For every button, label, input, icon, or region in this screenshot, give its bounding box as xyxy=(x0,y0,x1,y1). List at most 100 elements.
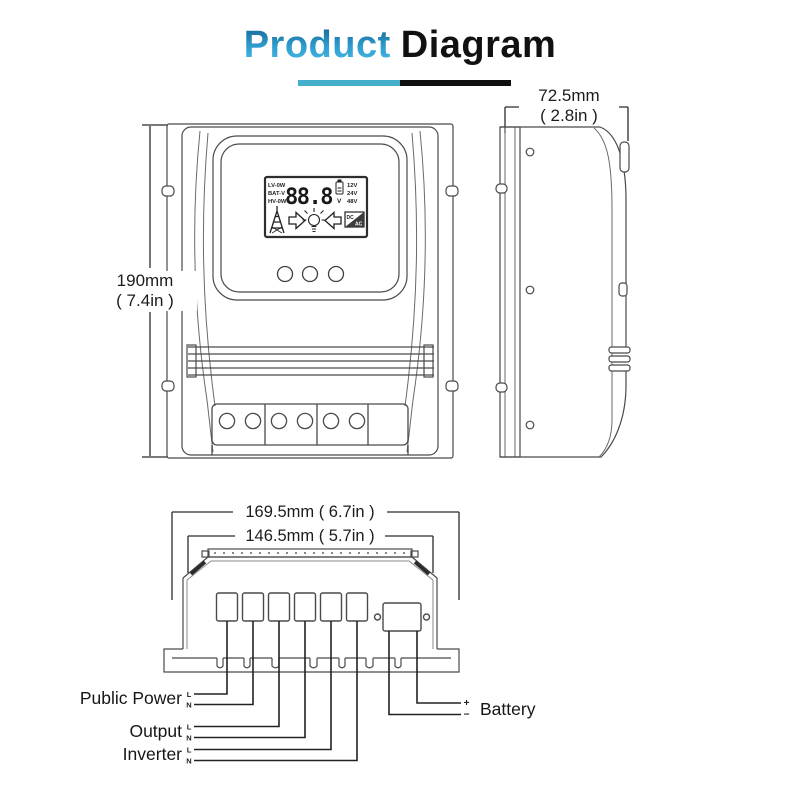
label-output: Output xyxy=(129,721,182,741)
side-body-outline xyxy=(500,126,627,458)
front-height-dimension: 190mm ( 7.4in ) xyxy=(93,271,197,311)
terminal-polarity-marks: L N L N L N + − xyxy=(186,690,469,766)
lcd-battery-icon xyxy=(335,179,344,195)
grid-tower-icon xyxy=(269,206,285,234)
front-height-in: ( 7.4in ) xyxy=(116,291,174,310)
pp-l-mark: L xyxy=(187,690,192,699)
lcd-voltage-scale: 12V 24V 48V xyxy=(347,183,357,205)
battery-screw-left xyxy=(373,613,382,621)
terminal-screw xyxy=(270,412,288,430)
lcd-12v: 12V xyxy=(347,183,357,189)
lcd-48v: 48V xyxy=(347,199,357,205)
label-inverter: Inverter xyxy=(122,744,182,764)
front-view: LV-0W BAT-V HV-0W 88.8 V 12V 24V 48V xyxy=(142,123,459,459)
control-buttons[interactable] xyxy=(276,265,345,283)
leader-inverter-l xyxy=(194,621,332,751)
terminal-public-power-n xyxy=(241,592,265,622)
side-plate-notches xyxy=(495,183,508,393)
leader-output-n xyxy=(194,621,306,739)
lcd-v-label: V xyxy=(337,198,342,205)
button-3[interactable] xyxy=(327,265,345,283)
bottom-view: L N L N L N + − xyxy=(163,511,470,766)
out-l-mark: L xyxy=(187,723,192,732)
lcd-24v: 24V xyxy=(347,191,357,197)
bottom-housing-outline xyxy=(163,556,460,673)
button-2[interactable] xyxy=(301,265,319,283)
pp-n-mark: N xyxy=(186,701,191,710)
mounting-plate-notches xyxy=(161,185,459,392)
terminal-strip-frame xyxy=(211,403,409,446)
lcd-display: LV-0W BAT-V HV-0W 88.8 V 12V 24V 48V xyxy=(263,175,369,239)
side-view xyxy=(495,106,631,458)
bottom-inner-dimension: 146.5mm ( 5.7in ) xyxy=(235,526,385,546)
side-width-in: ( 2.8in ) xyxy=(540,106,598,125)
battery-screw-right xyxy=(422,613,431,621)
display-panel-bezel-inner xyxy=(220,143,400,293)
dc-ac-icon: DC AC xyxy=(344,211,365,228)
label-public-power: Public Power xyxy=(79,688,182,708)
bottom-inner-dimension-line xyxy=(187,535,434,573)
terminal-screw xyxy=(348,412,366,430)
bottom-terminals xyxy=(215,592,431,632)
terminal-inverter-n xyxy=(345,592,369,622)
title-product: Product xyxy=(243,24,391,66)
side-width-mm: 72.5mm xyxy=(538,86,600,105)
side-plate-lines xyxy=(504,127,516,457)
terminal-output-n xyxy=(293,592,317,622)
side-mounting-plate xyxy=(499,126,521,458)
leader-output-l xyxy=(194,621,280,728)
display-panel-bezel-outer xyxy=(212,135,408,301)
underline-accent-segment xyxy=(298,80,400,86)
terminal-leader-lines xyxy=(194,621,461,762)
side-mid-tab xyxy=(618,282,628,297)
front-terminal-strip xyxy=(211,403,409,455)
lcd-row2: BAT-V xyxy=(268,191,285,197)
terminal-public-power-l xyxy=(215,592,239,622)
leader-battery-plus xyxy=(416,631,461,704)
arrow-left-icon xyxy=(324,211,342,230)
side-front-face-seam xyxy=(593,127,613,458)
dc-label: DC xyxy=(347,215,355,221)
inv-n-mark: N xyxy=(186,757,191,766)
title-diagram: Diagram xyxy=(400,24,557,66)
out-n-mark: N xyxy=(186,734,191,743)
battery-minus-mark: − xyxy=(464,710,470,721)
inv-l-mark: L xyxy=(187,746,192,755)
arrow-right-icon xyxy=(288,211,306,230)
terminal-screw xyxy=(322,412,340,430)
front-mounting-plate xyxy=(166,123,454,459)
button-1[interactable] xyxy=(276,265,294,283)
front-height-mm: 190mm xyxy=(116,271,174,290)
leader-battery-minus xyxy=(388,631,461,716)
lcd-row1: LV-0W xyxy=(268,183,286,189)
title-underline xyxy=(298,80,511,86)
side-width-dimension: 72.5mm ( 2.8in ) xyxy=(519,86,619,126)
bottom-top-bar xyxy=(201,548,419,558)
leader-inverter-n xyxy=(194,621,358,762)
lcd-mode-text: LV-0W BAT-V HV-0W xyxy=(268,183,287,205)
bottom-outer-dimension: 169.5mm ( 6.7in ) xyxy=(233,502,387,522)
front-height-dimension-line xyxy=(142,124,168,458)
terminal-screw xyxy=(296,412,314,430)
terminal-screw xyxy=(218,412,236,430)
vent-notches xyxy=(216,658,402,669)
terminal-battery xyxy=(382,602,422,632)
battery-plus-mark: + xyxy=(464,698,470,709)
bottom-flange xyxy=(163,648,460,673)
bottom-outer-dimension-line xyxy=(171,511,460,600)
label-battery: Battery xyxy=(480,699,536,719)
ac-label: AC xyxy=(355,222,363,228)
lcd-row3: HV-0W xyxy=(268,199,287,205)
terminal-output-l xyxy=(267,592,291,622)
underline-dark-segment xyxy=(400,80,511,86)
terminal-screw xyxy=(244,412,262,430)
bulb-icon xyxy=(302,208,326,233)
heat-sink-ribs xyxy=(186,344,434,378)
lcd-digits: 88.8 xyxy=(285,185,332,210)
side-screw-holes xyxy=(525,147,535,430)
leader-public-power-l xyxy=(194,621,228,695)
side-top-tab xyxy=(619,141,630,173)
